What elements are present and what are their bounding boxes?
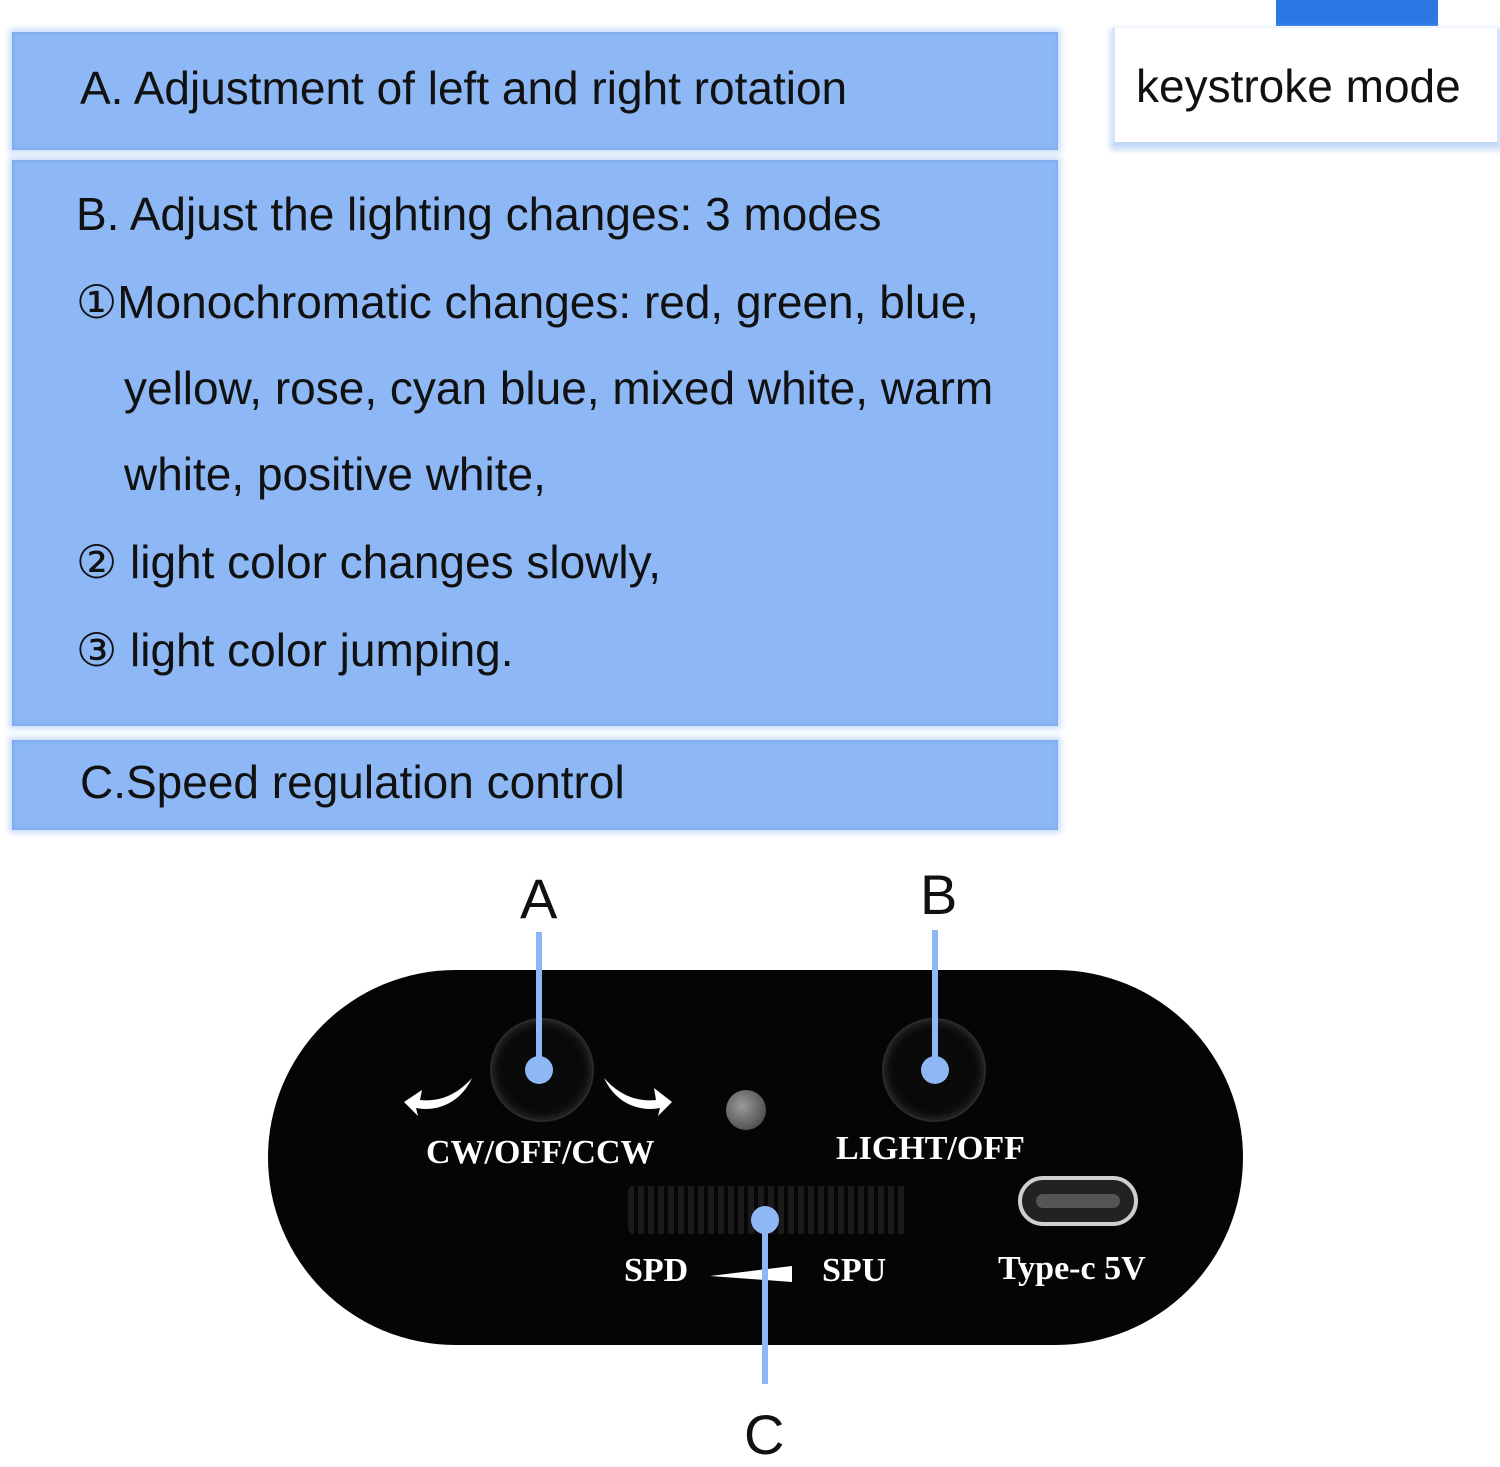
callout-a: A	[520, 867, 558, 930]
counterclockwise-arrow-icon	[404, 1078, 472, 1116]
callout-b-dot	[921, 1056, 949, 1084]
controller-device	[268, 970, 1243, 1345]
port-label: Type-c 5V	[998, 1250, 1146, 1287]
callout-c-line	[762, 1220, 768, 1384]
panel-b-line-3: white, positive white,	[124, 448, 546, 500]
panel-b: B. Adjust the lighting changes: 3 modes …	[12, 160, 1058, 726]
callout-c: C	[744, 1403, 785, 1466]
panel-c-text: C.Speed regulation control	[80, 756, 625, 808]
panel-a-text: A. Adjustment of left and right rotation	[80, 62, 848, 114]
rotation-button-label: CW/OFF/CCW	[426, 1134, 655, 1171]
panel-b-line-4: ② light color changes slowly,	[76, 536, 661, 588]
callout-b: B	[920, 863, 958, 926]
panel-b-line-2: yellow, rose, cyan blue, mixed white, wa…	[124, 362, 994, 414]
panel-b-line-5: ③ light color jumping.	[76, 624, 514, 676]
callout-a-dot	[525, 1056, 553, 1084]
panel-a: A. Adjustment of left and right rotation	[12, 32, 1058, 150]
clockwise-arrow-icon	[604, 1078, 672, 1116]
panel-b-line-1: ①Monochromatic changes: red, green, blue…	[76, 276, 979, 328]
speed-down-label: SPD	[624, 1252, 689, 1289]
mode-label: keystroke mode	[1136, 60, 1461, 112]
mode-tab	[1276, 0, 1438, 26]
panel-c: C.Speed regulation control	[12, 740, 1058, 830]
speed-wedge-icon	[710, 1266, 792, 1282]
speed-up-label: SPU	[822, 1252, 887, 1289]
callout-b-line	[932, 930, 938, 1068]
light-button-label: LIGHT/OFF	[836, 1130, 1025, 1167]
panel-b-title: B. Adjust the lighting changes: 3 modes	[76, 188, 882, 240]
usb-c-port	[1018, 1176, 1138, 1226]
callout-a-line	[536, 932, 542, 1068]
mode-box	[1112, 28, 1500, 145]
indicator-led	[726, 1090, 766, 1130]
